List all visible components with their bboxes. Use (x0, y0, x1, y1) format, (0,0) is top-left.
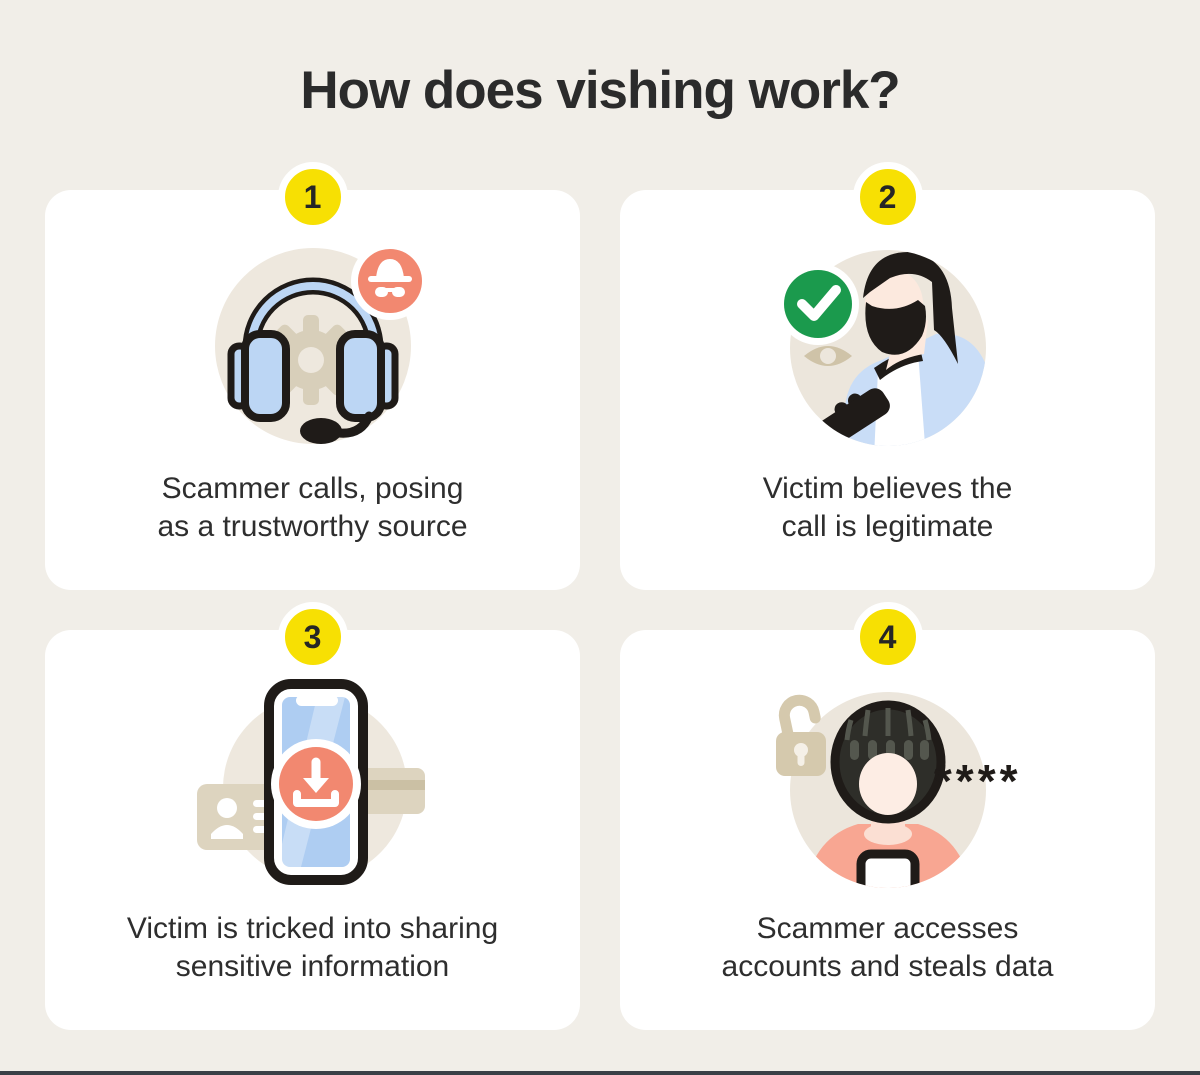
step-number-badge: 3 (277, 602, 348, 672)
bottom-accent-bar (0, 1071, 1200, 1075)
phone-download-icon (196, 679, 425, 885)
step-caption: Victim is tricked into sharing sensitive… (45, 910, 580, 986)
step-caption: Victim believes the call is legitimate (620, 470, 1155, 546)
open-padlock-icon (775, 694, 826, 776)
step-4-illustration: **** (768, 658, 1018, 898)
checkmark-badge-icon (776, 263, 859, 345)
step-number-badge: 2 (852, 162, 923, 232)
step-number: 2 (878, 178, 897, 215)
headset-with-spy-badge-icon (214, 242, 429, 444)
balaclava-scammer-icon (775, 692, 986, 888)
shirt (873, 352, 926, 446)
step-number: 4 (878, 618, 897, 655)
balaclava-head (830, 700, 945, 824)
caption-line: call is legitimate (781, 509, 994, 543)
step-card-4: 4 (620, 602, 1155, 1030)
password-asterisks: **** (933, 755, 1022, 807)
gear-icon (265, 315, 356, 405)
caption-line: as a trustworthy source (157, 509, 468, 543)
knit-ribs (844, 708, 931, 741)
credit-card-icon (358, 768, 425, 814)
step-3-illustration (193, 658, 433, 898)
caption-line: sensitive information (175, 949, 450, 983)
microphone-icon (299, 418, 342, 444)
caption-line: Scammer accesses (756, 912, 1019, 945)
download-badge-icon (270, 739, 361, 829)
headset-icon (227, 277, 398, 444)
hair (862, 252, 958, 364)
caption-line: Victim is tricked into sharing (126, 912, 499, 945)
eye-icon (803, 346, 852, 366)
beard (864, 300, 926, 355)
step-card-1: 1 (45, 162, 580, 590)
face-opening (858, 753, 917, 815)
victim-on-phone-icon (776, 250, 986, 446)
knit-band-slots (849, 740, 929, 760)
caption-line: accounts and steals data (721, 949, 1054, 983)
phone-notch (295, 695, 338, 706)
step-card-2: 2 (620, 162, 1155, 590)
step-number: 1 (303, 178, 322, 215)
step-number-badge: 4 (852, 602, 923, 672)
step-number-badge: 1 (277, 162, 348, 232)
caption-line: Scammer calls, posing (161, 472, 464, 505)
caption-line: Victim believes the (762, 472, 1013, 505)
page-title: How does vishing work? (300, 61, 900, 120)
step-number: 3 (303, 618, 322, 655)
step-caption: Scammer calls, posing as a trustworthy s… (45, 470, 580, 546)
step-1-illustration (193, 218, 433, 458)
microphone-boom (334, 411, 373, 438)
step-2-illustration (768, 218, 1008, 458)
phone-icon (856, 849, 919, 888)
spy-badge-icon (350, 242, 429, 320)
step-caption: Scammer accesses accounts and steals dat… (620, 910, 1155, 986)
steps-grid: 1 (45, 162, 1155, 1030)
step-card-3: 3 (45, 602, 580, 1030)
